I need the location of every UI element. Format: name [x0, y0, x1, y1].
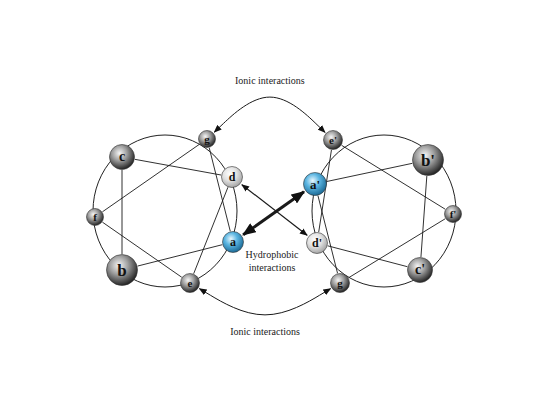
interaction-label: Ionic interactions: [235, 74, 305, 87]
heptad-position: c': [407, 257, 433, 283]
interaction-arrow: [242, 185, 307, 236]
residue-circle: c: [109, 144, 135, 170]
heptad-position: f': [444, 205, 462, 223]
residue-sphere: [107, 255, 138, 286]
interaction-arrow: [243, 192, 304, 235]
interaction-arrow: [199, 289, 330, 315]
heptad-position: f: [86, 208, 104, 226]
heptad-position: b': [412, 144, 444, 176]
interaction-label: Ionic interactions: [230, 325, 300, 338]
interaction-label: Hydrophobic interactions: [240, 248, 304, 274]
residue-circle: f': [444, 205, 462, 223]
residue-circle: d': [306, 232, 328, 254]
residue-circle: g: [198, 130, 216, 148]
heptad-position: d: [221, 166, 243, 188]
heptad-position: e: [180, 273, 200, 293]
residue-circle: d: [221, 166, 243, 188]
residue-sphere: [199, 131, 216, 148]
residue-circle: a': [303, 172, 327, 196]
residue-sphere: [181, 274, 200, 293]
residue-sphere: [110, 145, 135, 170]
residue-sphere: [222, 167, 243, 188]
heptad-position: d': [306, 232, 328, 254]
wheel-link: [421, 176, 427, 257]
residue-circle: e: [180, 273, 200, 293]
wheel-link: [327, 163, 413, 181]
residue-circle: f: [86, 208, 104, 226]
interaction-arrow: [214, 97, 325, 132]
wheel-link: [102, 144, 199, 212]
residue-circle: b': [412, 144, 444, 176]
heptad-position: g: [330, 273, 350, 293]
residue-sphere: [307, 233, 328, 254]
residue-sphere: [223, 232, 244, 253]
heptad-position: e': [323, 130, 343, 150]
residue-sphere: [413, 145, 444, 176]
residue-circle: e': [323, 130, 343, 150]
heptad-position: b: [106, 254, 138, 286]
helical-wheel: [312, 135, 456, 287]
heptad-position: c: [109, 144, 135, 170]
heptad-position: g: [198, 130, 216, 148]
residue-sphere: [445, 206, 462, 223]
residue-circle: g: [330, 273, 350, 293]
wheel-link: [209, 148, 230, 232]
helical-wheel: [93, 135, 237, 287]
heptad-position: a: [222, 231, 244, 253]
residue-sphere: [331, 274, 350, 293]
residue-sphere: [408, 258, 433, 283]
residue-circle: a: [222, 231, 244, 253]
residue-sphere: [304, 173, 327, 196]
wheel-link: [122, 170, 123, 254]
residue-sphere: [324, 131, 343, 150]
residue-circle: b: [106, 254, 138, 286]
wheel-link: [135, 159, 221, 175]
residue-sphere: [87, 209, 104, 226]
heptad-position: a': [303, 172, 327, 196]
residue-circle: c': [407, 257, 433, 283]
